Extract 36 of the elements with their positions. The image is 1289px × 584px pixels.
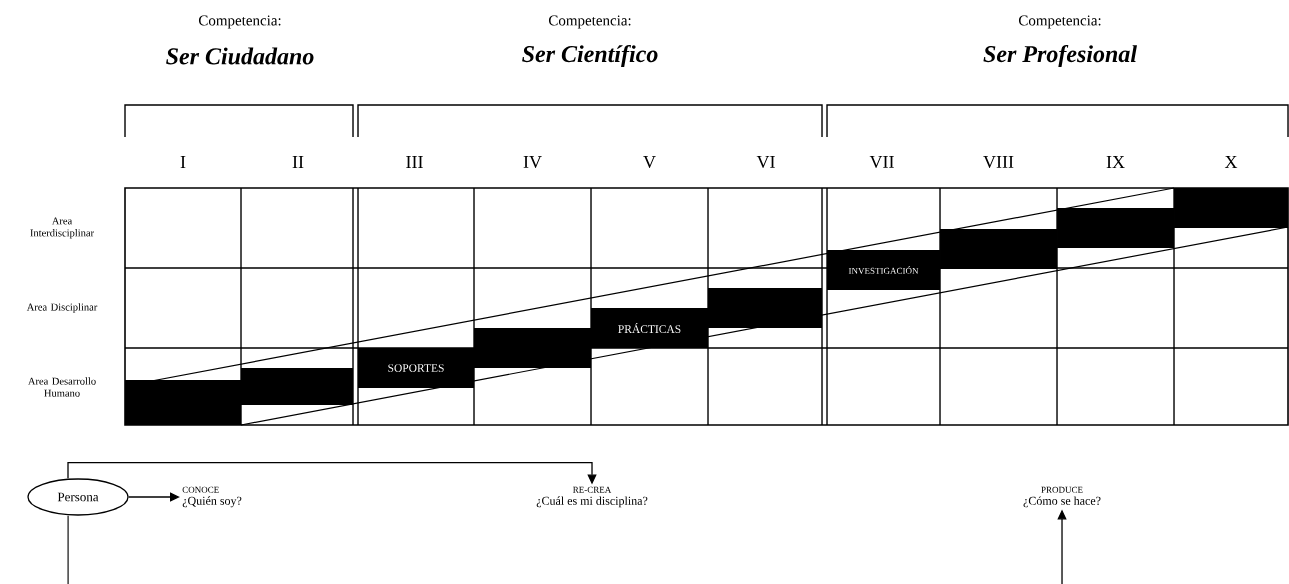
step-bar	[708, 288, 822, 328]
step-label: PRODUCE ¿Cómo se hace?	[1023, 486, 1101, 508]
heading-label: Competencia:	[1018, 15, 1101, 29]
row-label: Area Interdisciplinar	[30, 217, 94, 239]
ellipse-node: Persona	[27, 478, 129, 516]
column-numeral: I	[180, 156, 186, 168]
step-bar	[474, 328, 591, 368]
step-label: RE-CREA ¿Cuál es mi disciplina?	[536, 486, 648, 508]
step-bar	[241, 368, 353, 405]
label-bar: PRÁCTICAS	[591, 308, 708, 348]
column-numeral: V	[643, 155, 656, 169]
column-numeral: IX	[1106, 156, 1125, 168]
row-label: Area Disciplinar	[26, 303, 98, 313]
node-label: SOPORTES	[388, 364, 444, 372]
column-numeral: VII	[869, 155, 894, 169]
column-numeral: VIII	[983, 155, 1014, 169]
column-numeral: X	[1224, 156, 1238, 168]
connector-line	[67, 515, 69, 584]
heading-label: Competencia:	[198, 15, 281, 29]
step-bar	[940, 229, 1057, 269]
column-numeral: II	[292, 156, 304, 168]
column-numeral: IV	[523, 155, 542, 169]
step-bar	[1057, 208, 1174, 248]
label-bar: INVESTIGACIÓN	[827, 250, 940, 290]
competency-title: Ser Ciudadano	[166, 47, 314, 65]
heading-label: Competencia:	[548, 15, 631, 29]
competency-title: Ser Científico	[522, 45, 658, 67]
label-bar: SOPORTES	[358, 348, 474, 388]
step-bar	[1174, 188, 1288, 228]
column-numeral: VI	[756, 155, 775, 169]
arrow	[128, 492, 180, 502]
competency-title: Ser Profesional	[983, 45, 1137, 67]
row-label: Area Desarrollo Humano	[28, 377, 96, 397]
step-bar	[125, 380, 241, 425]
step-label: CONOCE ¿Quién soy?	[182, 486, 242, 508]
column-numeral: III	[406, 156, 423, 168]
